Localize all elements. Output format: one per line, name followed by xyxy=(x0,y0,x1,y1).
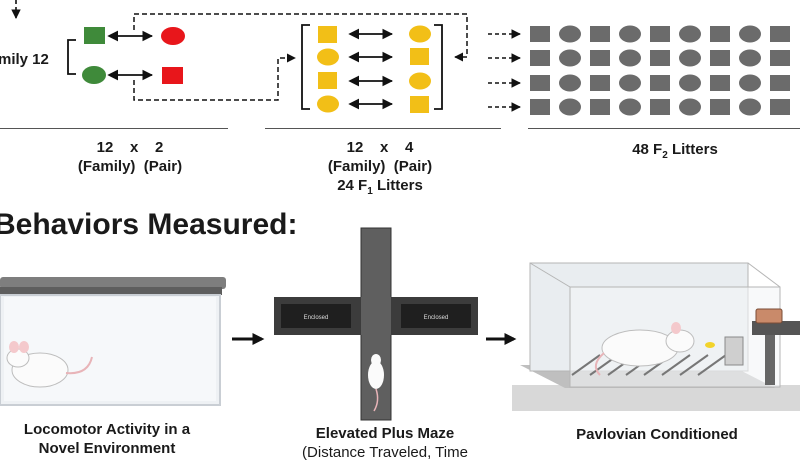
f1-left-bracket xyxy=(301,24,310,110)
red-male-square xyxy=(162,67,183,84)
f2-circle xyxy=(679,74,701,92)
f2-litter-grid xyxy=(530,25,790,116)
test2-caption: Elevated Plus Maze (Distance Traveled, T… xyxy=(302,425,468,461)
f1-right-bracket xyxy=(434,24,443,110)
arm-right-label: Enclosed xyxy=(424,315,449,321)
f2-circle xyxy=(679,98,701,116)
arm-left-label: Enclosed xyxy=(304,315,329,321)
f2-square xyxy=(530,26,550,42)
f2-square xyxy=(650,50,670,66)
f2-circle xyxy=(619,74,641,92)
f2-square xyxy=(710,99,730,115)
test3-caption: Pavlovian Conditioned xyxy=(576,426,738,443)
f2-square xyxy=(590,75,610,91)
f2-square xyxy=(590,50,610,66)
behavior-illustrations: Enclosed Enclosed xyxy=(0,227,800,421)
step2-label: 12 x 4 (Family) (Pair) 24 F1 Litters xyxy=(327,139,433,197)
rule-step1 xyxy=(0,128,228,129)
f2-circle xyxy=(559,98,581,116)
f2-square xyxy=(710,26,730,42)
test1-caption: Locomotor Activity in a Novel Environmen… xyxy=(23,421,191,457)
dashed-path-to-f1 xyxy=(133,53,296,101)
f2-circle xyxy=(559,49,581,67)
f2-square xyxy=(530,99,550,115)
f2-square xyxy=(710,50,730,66)
rat-in-chamber xyxy=(594,322,715,376)
green-female-circle xyxy=(82,66,106,84)
f2-square xyxy=(530,50,550,66)
f2-square xyxy=(590,26,610,42)
family-bracket xyxy=(67,39,76,75)
step3-label: 48 F2 Litters xyxy=(632,141,718,161)
rule-step3 xyxy=(528,128,800,129)
f1-pair-arrows xyxy=(348,28,394,110)
f2-square xyxy=(770,26,790,42)
green-male-square xyxy=(84,27,105,44)
rule-step2 xyxy=(265,128,501,129)
family-label: mily 12 xyxy=(0,51,49,68)
step1-label: 12 x 2 (Family) (Pair) xyxy=(77,139,183,175)
f2-circle xyxy=(739,74,761,92)
f2-circle xyxy=(739,49,761,67)
f2-square xyxy=(770,99,790,115)
f2-circle xyxy=(619,49,641,67)
elevated-plus-maze: Enclosed Enclosed xyxy=(274,227,478,421)
f1-pairs xyxy=(317,25,431,113)
f2-square xyxy=(770,75,790,91)
f2-circle xyxy=(559,74,581,92)
f2-square xyxy=(650,75,670,91)
f2-circle xyxy=(739,25,761,43)
red-female-circle xyxy=(161,27,185,45)
behaviors-heading: Behaviors Measured: xyxy=(0,208,298,241)
f2-circle xyxy=(559,25,581,43)
f2-square xyxy=(770,50,790,66)
f2-dashed-arrows xyxy=(488,29,521,112)
f2-circle xyxy=(619,25,641,43)
f2-circle xyxy=(739,98,761,116)
rat-in-cage xyxy=(6,341,93,388)
f2-circle xyxy=(619,98,641,116)
f2-square xyxy=(710,75,730,91)
dashed-path-to-f1-top xyxy=(133,13,468,62)
f2-square xyxy=(530,75,550,91)
breeding-diagram xyxy=(11,0,790,116)
rat-in-maze xyxy=(368,354,384,412)
f2-circle xyxy=(679,25,701,43)
f2-square xyxy=(650,26,670,42)
open-field-cage xyxy=(0,277,226,406)
f2-square xyxy=(590,99,610,115)
f2-circle xyxy=(679,49,701,67)
f2-square xyxy=(650,99,670,115)
